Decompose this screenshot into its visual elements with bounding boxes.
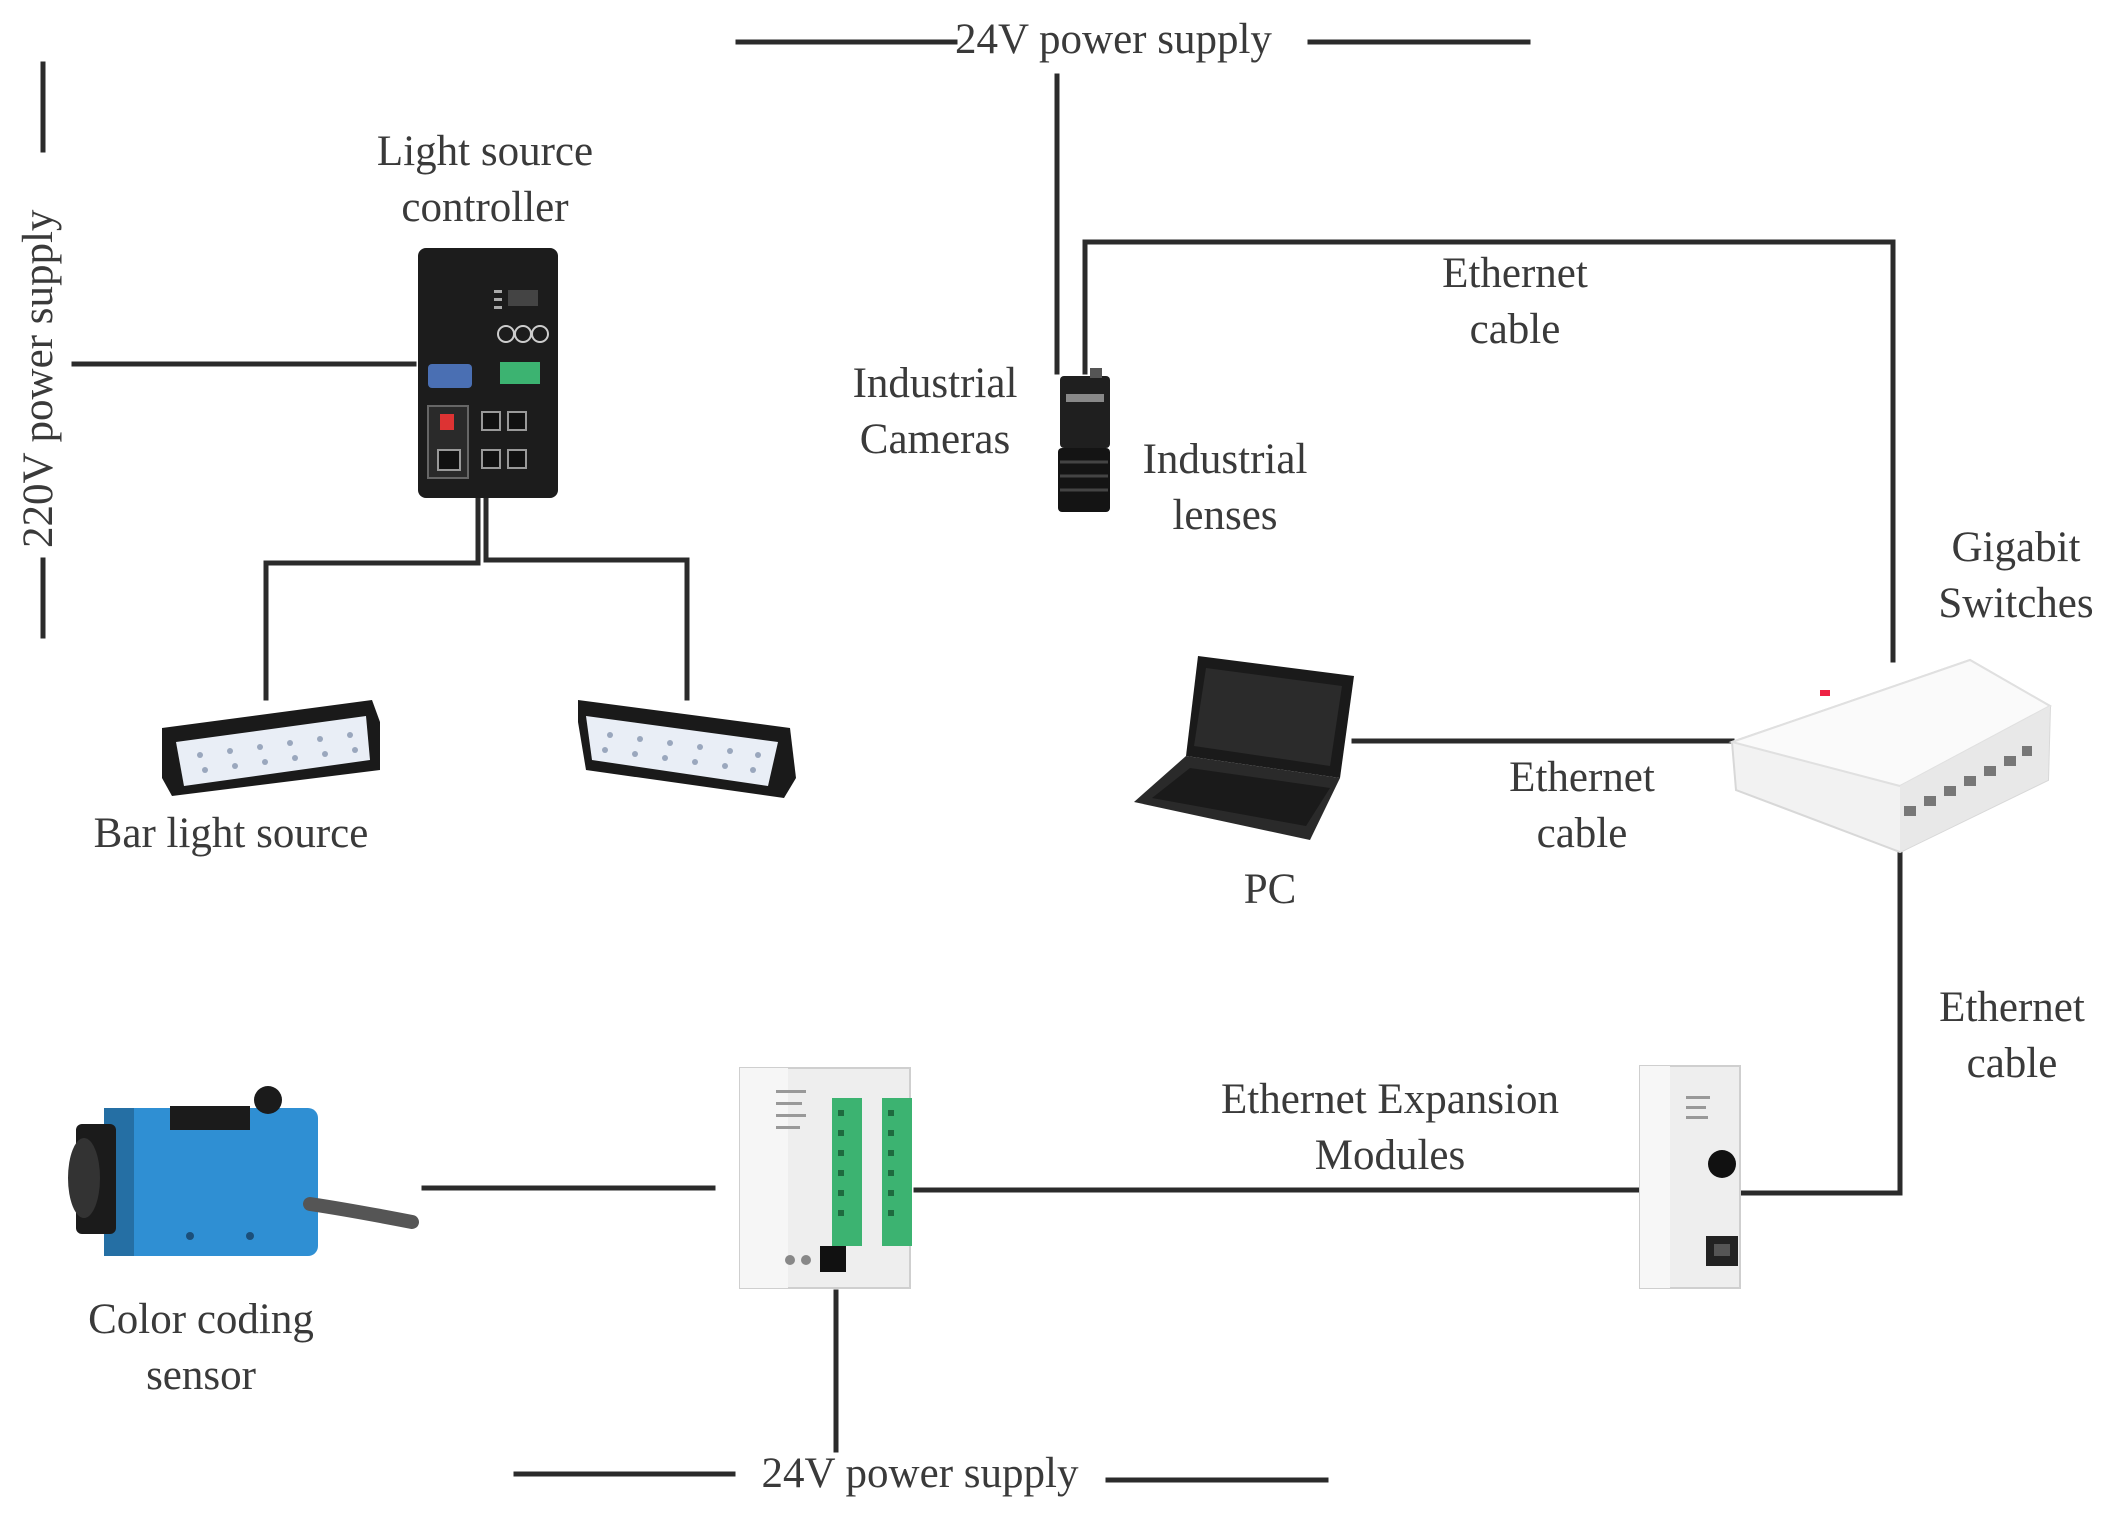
wire-controller-light-left xyxy=(263,495,481,701)
wire-switch-expansion xyxy=(1739,849,1903,1196)
color-sensor-device xyxy=(68,1086,419,1256)
bar-light-left-device xyxy=(162,700,380,796)
ethernet-expansion-module-device xyxy=(1639,1065,1741,1289)
ethernet-cable-mid-label: Ethernet cable xyxy=(1509,754,1655,857)
industrial-camera-device xyxy=(1058,368,1110,512)
ethernet-expansion-modules-label: Ethernet Expansion Modules xyxy=(1221,1076,1559,1179)
light-source-controller-label: Light source controller xyxy=(376,128,594,231)
wire-top-power xyxy=(735,39,1531,375)
power-supply-top-label: 24V power supply xyxy=(955,16,1272,63)
light-source-controller-device xyxy=(418,248,558,498)
gigabit-switches-label: Gigabit Switches xyxy=(1938,524,2094,627)
wire-bottom-power xyxy=(513,1289,1329,1483)
pc-laptop-device xyxy=(1134,656,1354,840)
ethernet-cable-top-label: Ethernet cable xyxy=(1442,250,1588,353)
wire-left-power xyxy=(40,61,417,639)
gigabit-switch-device xyxy=(1728,658,2053,854)
industrial-lenses-label: Industrial lenses xyxy=(1142,436,1308,539)
plc-device xyxy=(739,1067,912,1289)
wire-camera-switch xyxy=(1082,239,1896,663)
power-supply-bottom-label: 24V power supply xyxy=(761,1450,1079,1497)
industrial-cameras-label: Industrial Cameras xyxy=(852,360,1018,463)
wire-controller-light-right xyxy=(483,495,690,701)
power-supply-left-label: 220V power supply xyxy=(15,209,62,548)
bar-light-source-label: Bar light source xyxy=(93,810,369,857)
ethernet-cable-right-label: Ethernet cable xyxy=(1939,984,2085,1087)
color-coding-sensor-label: Color coding sensor xyxy=(88,1296,314,1399)
bar-light-right-device xyxy=(578,700,796,798)
pc-label: PC xyxy=(1243,866,1297,913)
